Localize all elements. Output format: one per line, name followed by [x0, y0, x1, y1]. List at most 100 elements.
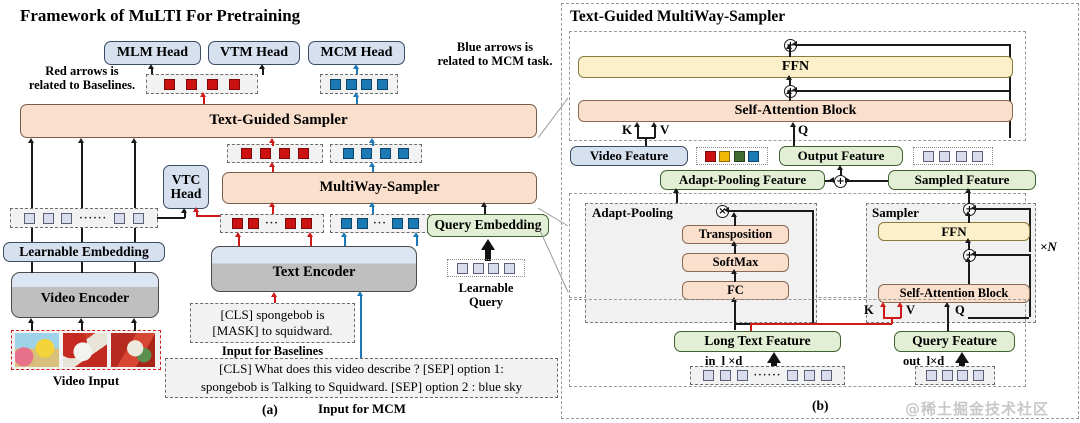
legend-chip-yellow [719, 150, 731, 162]
token-chip [42, 212, 54, 224]
long-text-feature-box[interactable]: Long Text Feature [674, 331, 841, 352]
text-guided-block-group [569, 31, 1026, 141]
token-chip [955, 150, 967, 162]
token-chip [340, 218, 352, 229]
query-embedding-box[interactable]: Query Embedding [427, 214, 549, 237]
blue-arrow-note-line2: related to MCM task. [437, 54, 553, 68]
query-feature-box[interactable]: Query Feature [894, 331, 1015, 352]
q-label-sampler: Q [955, 303, 965, 317]
learnable-query-token-row [447, 259, 525, 277]
token-chip [939, 150, 951, 162]
token-chip [248, 218, 260, 229]
mcm-input-line1: [CLS] What does this video describe ? [S… [219, 361, 504, 377]
adapt-pooling-feature-box[interactable]: Adapt-Pooling Feature [660, 170, 825, 190]
token-ellipsis: ··· [372, 217, 387, 229]
red-token-row-bottom: ··· [220, 214, 324, 233]
learnable-query-line2: Query [468, 295, 504, 309]
long-text-token-row: ······ [690, 366, 845, 385]
token-chip [719, 370, 731, 381]
video-encoder-block[interactable]: Video Encoder [11, 272, 159, 318]
token-chip [379, 148, 391, 159]
mcm-input-line2: spongebob is Talking to Squidward. [SEP]… [200, 379, 523, 394]
baseline-input-line1: [CLS] spongebob is [220, 307, 325, 322]
text-guided-sampler-block[interactable]: Text-Guided Sampler [20, 104, 537, 138]
token-chip [457, 262, 469, 274]
text-encoder-block[interactable]: Text Encoder [211, 246, 417, 292]
token-chip [330, 78, 342, 90]
token-chip [361, 78, 373, 90]
query-feature-token-row [915, 366, 995, 385]
token-chip [376, 78, 388, 90]
blue-token-row-mid [330, 144, 422, 163]
token-ellipsis: ······ [79, 211, 108, 224]
token-chip [132, 212, 144, 224]
token-chip [736, 370, 748, 381]
in-dim-label: in_l ×d [705, 354, 743, 368]
vtc-head-line1: VTC [171, 171, 201, 187]
red-arrow-note: Red arrows is related to Baselines. [12, 64, 152, 92]
baseline-input-line2: [MASK] to squidward. [212, 323, 333, 338]
token-chip [343, 148, 355, 159]
token-chip [407, 218, 419, 229]
token-chip [397, 148, 409, 159]
video-frame-thumbnail [15, 333, 59, 367]
token-chip [260, 148, 271, 159]
vtc-head-box[interactable]: VTC Head [163, 165, 209, 209]
mcm-input-box: [CLS] What does this video describe ? [S… [165, 358, 558, 398]
input-feature-group [569, 299, 1026, 387]
token-chip [923, 150, 935, 162]
caption-a: (a) [262, 402, 278, 417]
repeat-n-label: ×N [1040, 239, 1057, 254]
token-chip [345, 78, 357, 90]
red-arrow-note-line1: Red arrows is [45, 64, 119, 78]
red-arrow-note-line2: related to Baselines. [28, 78, 136, 92]
ffn-block-sampler[interactable]: FFN [878, 222, 1030, 241]
self-attention-block-main[interactable]: Self-Attention Block [578, 100, 1013, 122]
token-chip [356, 218, 368, 229]
caption-b: (b) [812, 398, 829, 413]
token-chip [472, 262, 484, 274]
output-token-row [913, 147, 993, 165]
token-chip [503, 262, 515, 274]
learnable-embedding-box[interactable]: Learnable Embedding [3, 242, 165, 262]
right-panel-title: Text-Guided MultiWay-Sampler [570, 8, 786, 25]
feature-color-legend-row [696, 147, 768, 165]
left-panel-title: Framework of MuLTI For Pretraining [20, 6, 301, 25]
adapt-pooling-label: Adapt-Pooling [592, 205, 673, 220]
k-label-sampler: K [864, 303, 874, 317]
mcm-input-caption: Input for MCM [318, 401, 406, 416]
mcm-head-box[interactable]: MCM Head [308, 41, 405, 65]
multiway-sampler-block[interactable]: MultiWay-Sampler [222, 172, 537, 204]
video-feature-box[interactable]: Video Feature [570, 146, 688, 166]
token-ellipsis: ······ [753, 369, 782, 381]
token-chip [488, 262, 500, 274]
self-attention-block-sampler[interactable]: Self-Attention Block [878, 284, 1030, 303]
token-chip [284, 218, 296, 229]
blue-token-row-top [320, 74, 398, 94]
token-chip [391, 218, 403, 229]
video-frame-thumbnail [63, 333, 107, 367]
token-chip [957, 370, 969, 381]
baseline-input-caption: Input for Baselines [221, 344, 324, 358]
video-token-row: ······ [10, 208, 158, 228]
token-chip [298, 148, 309, 159]
blue-token-row-bottom: ··· [330, 214, 430, 233]
token-chip [361, 148, 373, 159]
sampled-feature-box[interactable]: Sampled Feature [888, 170, 1036, 190]
vtm-head-box[interactable]: VTM Head [208, 41, 300, 65]
token-chip [787, 370, 799, 381]
token-chip [971, 150, 983, 162]
ffn-block-main[interactable]: FFN [578, 56, 1013, 78]
output-feature-box[interactable]: Output Feature [779, 146, 903, 166]
legend-chip-green [733, 150, 745, 162]
token-chip [185, 78, 197, 90]
learnable-query-label: Learnable Query [447, 281, 525, 309]
video-frame-thumbnail [111, 333, 155, 367]
token-chip [821, 370, 833, 381]
token-chip [241, 148, 252, 159]
mlm-head-box[interactable]: MLM Head [104, 41, 201, 65]
token-chip [231, 218, 243, 229]
token-chip [804, 370, 816, 381]
token-chip [702, 370, 714, 381]
vtc-head-line2: Head [170, 186, 202, 201]
